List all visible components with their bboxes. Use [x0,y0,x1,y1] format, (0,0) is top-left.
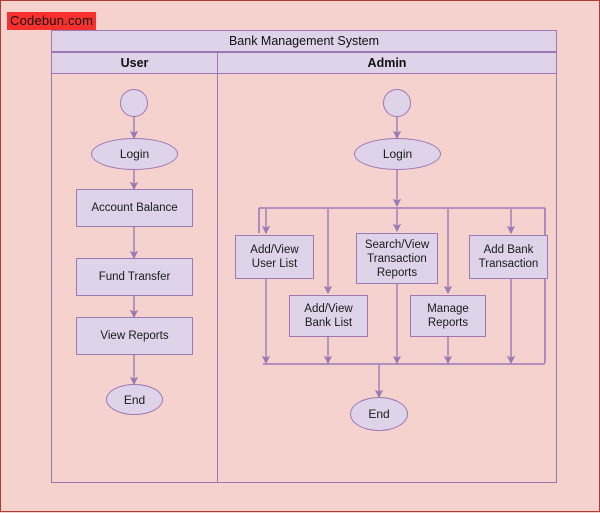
node-user-view-reports[interactable]: View Reports [76,317,193,355]
node-user-end[interactable]: End [106,384,163,415]
node-admin-add-view-bank-list[interactable]: Add/View Bank List [289,295,368,337]
node-admin-manage-reports[interactable]: Manage Reports [410,295,486,337]
node-admin-add-bank-transaction[interactable]: Add Bank Transaction [469,235,548,279]
watermark-codebun: Codebun.com [7,12,97,30]
lane-divider [217,52,218,483]
node-admin-search-view-transaction-reports[interactable]: Search/View Transaction Reports [356,233,438,284]
node-admin-login[interactable]: Login [354,138,441,170]
diagram-title: Bank Management System [51,30,557,52]
node-user-start[interactable] [120,89,148,117]
node-user-account-balance[interactable]: Account Balance [76,189,193,227]
node-user-login[interactable]: Login [91,138,178,170]
node-admin-add-view-user-list[interactable]: Add/View User List [235,235,314,279]
node-admin-start[interactable] [383,89,411,117]
lane-header-user: User [51,52,218,74]
node-user-fund-transfer[interactable]: Fund Transfer [76,258,193,296]
lane-header-admin: Admin [217,52,557,74]
node-admin-end[interactable]: End [350,397,408,431]
